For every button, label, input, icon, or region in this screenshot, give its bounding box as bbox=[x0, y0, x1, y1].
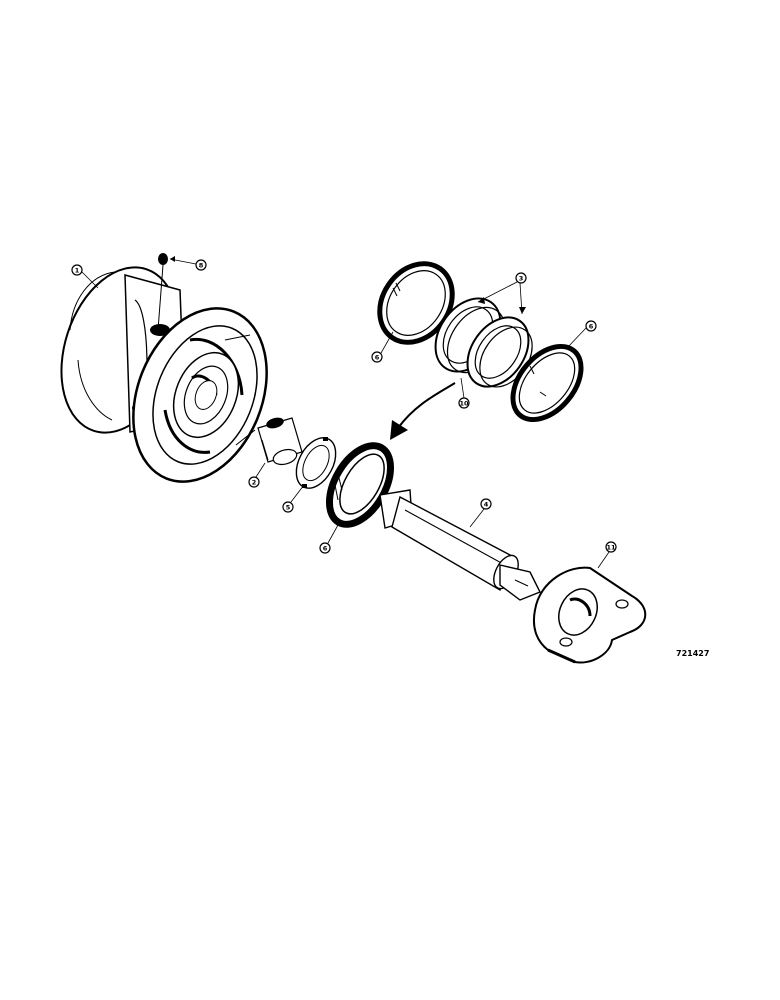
callout-11: 11 bbox=[597, 541, 617, 569]
callout-8-label: 8 bbox=[199, 262, 204, 270]
seal-ring-upper-left bbox=[377, 261, 455, 345]
seal-assembly-part bbox=[434, 297, 533, 388]
callout-6-upper-left: 6 bbox=[371, 331, 394, 363]
callout-4-label: 4 bbox=[484, 501, 489, 509]
callout-1-label: 1 bbox=[75, 267, 80, 275]
callout-3-label: 3 bbox=[519, 275, 524, 283]
callout-11-label: 11 bbox=[606, 544, 616, 552]
assembly-direction-arrow bbox=[390, 382, 456, 440]
callout-6-upper-left-label: 6 bbox=[375, 354, 380, 362]
callout-8: 8 bbox=[169, 256, 207, 271]
callout-1: 1 bbox=[71, 264, 99, 289]
callout-2-label: 2 bbox=[252, 479, 257, 487]
seal-ring-part bbox=[325, 442, 395, 528]
thrust-washer-part bbox=[295, 437, 337, 489]
callout-10-label: 10 bbox=[459, 400, 469, 408]
end-collar-part bbox=[532, 566, 647, 664]
callout-6-lower-label: 6 bbox=[323, 545, 328, 553]
roller-shaft-part bbox=[379, 489, 541, 601]
plug-part bbox=[157, 253, 168, 331]
callout-10: 10 bbox=[458, 377, 470, 409]
callout-6-upper-right-label: 6 bbox=[589, 323, 594, 331]
roller-shell-part bbox=[60, 266, 268, 483]
callout-4: 4 bbox=[469, 498, 492, 528]
callout-5-label: 5 bbox=[286, 504, 291, 512]
drawing-reference-number: 721427 bbox=[676, 649, 709, 658]
callout-6-lower: 6 bbox=[319, 524, 339, 554]
callout-2: 2 bbox=[248, 462, 266, 488]
seal-ring-upper-right bbox=[510, 343, 584, 423]
callout-6-upper-right: 6 bbox=[566, 320, 597, 349]
bushing-part bbox=[257, 417, 303, 466]
callout-5: 5 bbox=[282, 484, 305, 513]
callout-3: 3 bbox=[477, 272, 527, 315]
